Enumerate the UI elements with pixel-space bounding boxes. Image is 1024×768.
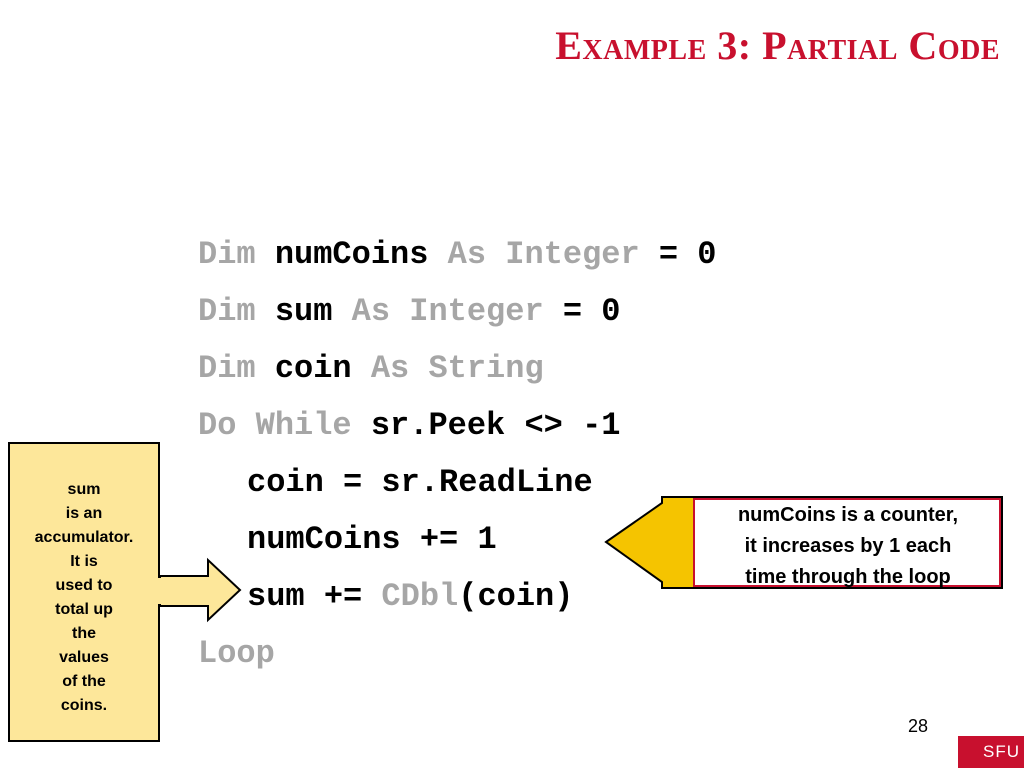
callout-line: the bbox=[72, 625, 96, 642]
code-line-2: Dim sum As Integer = 0 bbox=[198, 283, 716, 340]
code-text: = 0 bbox=[658, 236, 717, 273]
callout-line: used to bbox=[55, 577, 113, 594]
callout-line: time through the loop bbox=[745, 566, 951, 588]
callout-line: of the bbox=[62, 673, 106, 690]
keyword: As Integer bbox=[447, 236, 640, 273]
keyword: Dim bbox=[198, 350, 256, 387]
code-line-1: Dim numCoins As Integer = 0 bbox=[198, 226, 716, 283]
code-text: = 0 bbox=[562, 293, 621, 330]
sfu-logo: SFU bbox=[958, 736, 1024, 768]
callout-line: It is bbox=[70, 553, 98, 570]
code-line-5: coin = sr.ReadLine bbox=[198, 454, 716, 511]
identifier: numCoins bbox=[274, 236, 429, 273]
callout-line: coins. bbox=[60, 697, 108, 714]
code-text: numCoins += 1 bbox=[247, 521, 497, 558]
keyword: As Integer bbox=[351, 293, 544, 330]
accumulator-callout-text: sum is an accumulator. It is used to tot… bbox=[8, 478, 160, 718]
keyword: Loop bbox=[198, 635, 275, 672]
counter-callout-label-panel bbox=[693, 498, 1001, 587]
right-pointing-arrow-icon bbox=[159, 557, 242, 623]
code-line-4: Do While sr.Peek <> -1 bbox=[198, 397, 716, 454]
identifier: coin bbox=[274, 350, 352, 387]
code-text: sr.Peek <> -1 bbox=[370, 407, 621, 444]
code-line-7: sum += CDbl(coin) bbox=[198, 568, 716, 625]
keyword: CDbl bbox=[381, 578, 459, 615]
code-text: sum += bbox=[247, 578, 382, 615]
keyword: As String bbox=[370, 350, 544, 387]
callout-line: sum bbox=[67, 481, 101, 498]
keyword: Do While bbox=[198, 407, 352, 444]
code-line-6: numCoins += 1 bbox=[198, 511, 716, 568]
accumulator-callout-box bbox=[8, 442, 160, 742]
keyword: Dim bbox=[198, 293, 256, 330]
identifier: sum bbox=[274, 293, 333, 330]
callout-line: it increases by 1 each bbox=[744, 535, 952, 557]
code-block: Dim numCoins As Integer = 0 Dim sum As I… bbox=[198, 226, 716, 682]
counter-callout-text: numCoins is a counter, it increases by 1… bbox=[694, 500, 1002, 593]
keyword: Dim bbox=[198, 236, 256, 273]
code-text: (coin) bbox=[458, 578, 574, 615]
slide-title: Example 3: Partial Code bbox=[555, 23, 1000, 68]
code-text: coin = sr.ReadLine bbox=[247, 464, 593, 501]
code-line-3: Dim coin As String bbox=[198, 340, 716, 397]
callout-line: is an bbox=[65, 505, 103, 522]
page-number: 28 bbox=[907, 716, 928, 736]
callout-line: accumulator. bbox=[34, 529, 134, 546]
callout-line: values bbox=[59, 649, 109, 666]
callout-line: numCoins is a counter, bbox=[737, 504, 959, 526]
callout-line: total up bbox=[55, 601, 113, 618]
code-line-8: Loop bbox=[198, 625, 716, 682]
